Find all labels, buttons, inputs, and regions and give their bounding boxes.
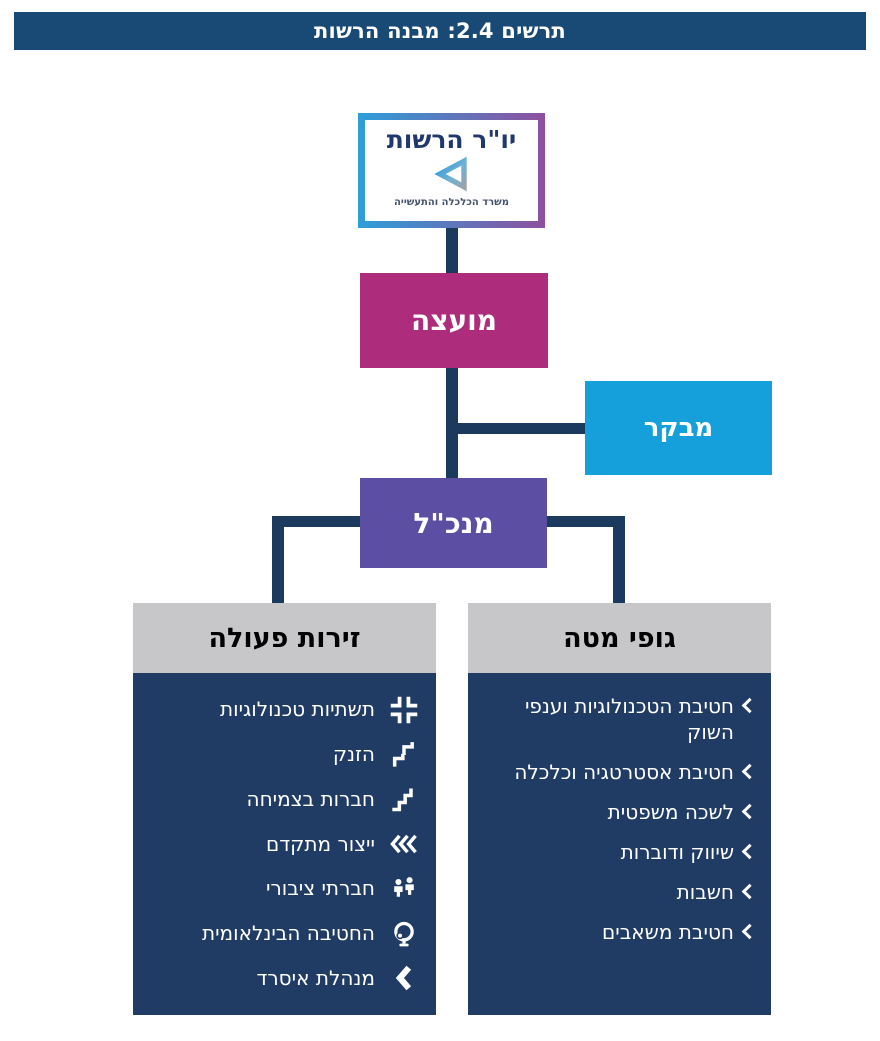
node-ceo-label: מנכ"ל: [413, 506, 494, 540]
connector-ceo-arenas-horizontal: [272, 516, 362, 527]
staff-item-label: שיווק ודוברות: [620, 840, 734, 864]
column-arenas-header-label: זירות פעולה: [208, 622, 361, 654]
node-ceo: מנכ"ל: [360, 478, 547, 568]
list-item: הזנק: [133, 739, 436, 771]
node-auditor: מבקר: [585, 381, 772, 475]
stairs-growth-icon: [388, 783, 420, 815]
list-item: לשכה משפטית: [478, 799, 758, 825]
connector-ceo-staff-vertical: [613, 516, 625, 603]
connector-branch-auditor: [452, 423, 585, 434]
arena-item-label: תשתיות טכנולוגיות: [219, 697, 375, 722]
staff-item-label: חטיבת הטכנולוגיות וענפי השוק: [524, 694, 734, 744]
staff-item-label: לשכה משפטית: [607, 800, 734, 824]
ministry-logo-caption: משרד הכלכלה והתעשייה: [394, 196, 509, 208]
chevron-left-icon: [741, 843, 758, 860]
page-title-text: תרשים 2.4: מבנה הרשות: [314, 19, 566, 43]
globe-icon: [388, 918, 420, 950]
connector-chairman-council: [446, 228, 458, 274]
column-arenas-header: זירות פעולה: [133, 603, 436, 673]
column-staff-body: חטיבת הטכנולוגיות וענפי השוק חטיבת אסטרט…: [468, 673, 771, 1015]
list-item: חברתי ציבורי: [133, 873, 436, 905]
arena-item-label: ייצור מתקדם: [265, 831, 375, 856]
list-item: חטיבת משאבים: [478, 919, 758, 945]
chevron-left-icon: [741, 883, 758, 900]
list-item: חטיבת הטכנולוגיות וענפי השוק: [478, 693, 758, 745]
arena-item-label: חברתי ציבורי: [265, 876, 375, 901]
chevron-left-icon: [741, 803, 758, 820]
ascending-steps-arrows-icon: [388, 739, 420, 771]
list-item: שיווק ודוברות: [478, 839, 758, 865]
people-icon: [388, 873, 420, 905]
node-chairman-label: יו"ר הרשות: [386, 125, 517, 154]
chevron-left-icon: [741, 763, 758, 780]
arena-item-label: מנהלת איסרד: [256, 965, 375, 990]
chevron-left-icon: [388, 962, 420, 994]
ministry-triangle-logo-icon: [432, 156, 472, 196]
list-item: ייצור מתקדם: [133, 828, 436, 860]
node-council: מועצה: [360, 273, 548, 368]
node-chairman-inner: יו"ר הרשות משרד הכלכלה וה: [365, 120, 538, 221]
list-item: מנהלת איסרד: [133, 962, 436, 994]
staff-item-label: חטיבת משאבים: [601, 920, 734, 944]
page-title: תרשים 2.4: מבנה הרשות: [14, 12, 866, 50]
column-staff: גופי מטה חטיבת הטכנולוגיות וענפי השוק חט…: [468, 603, 771, 1015]
triple-chevron-left-icon: [388, 828, 420, 860]
ministry-logo: משרד הכלכלה והתעשייה: [394, 156, 509, 208]
chevron-left-icon: [741, 697, 758, 714]
connector-ceo-arenas-vertical: [272, 516, 284, 603]
arena-item-label: החטיבה הבינלאומית: [201, 921, 375, 945]
node-council-label: מועצה: [410, 304, 498, 337]
list-item: חטיבת אסטרטגיה וכלכלה: [478, 759, 758, 785]
staff-item-label: חשבות: [676, 880, 734, 904]
list-item: חברות בצמיחה: [133, 783, 436, 815]
column-staff-header-label: גופי מטה: [563, 622, 676, 654]
list-item: החטיבה הבינלאומית: [133, 918, 436, 950]
column-staff-header: גופי מטה: [468, 603, 771, 673]
arena-item-label: הזנק: [332, 742, 375, 766]
column-arenas: זירות פעולה תשתיות טכנולוגיות: [133, 603, 436, 1015]
list-item: חשבות: [478, 879, 758, 905]
chevron-left-icon: [741, 923, 758, 940]
node-chairman: יו"ר הרשות משרד הכלכלה וה: [358, 113, 545, 228]
node-auditor-label: מבקר: [643, 413, 714, 443]
arena-item-label: חברות בצמיחה: [246, 786, 376, 811]
list-item: תשתיות טכנולוגיות: [133, 694, 436, 726]
converging-arrows-icon: [388, 694, 420, 726]
connector-ceo-staff-horizontal: [546, 516, 625, 527]
staff-item-label: חטיבת אסטרטגיה וכלכלה: [514, 760, 734, 784]
column-arenas-body: תשתיות טכנולוגיות הזנק חברות בצמיחה: [133, 673, 436, 1015]
